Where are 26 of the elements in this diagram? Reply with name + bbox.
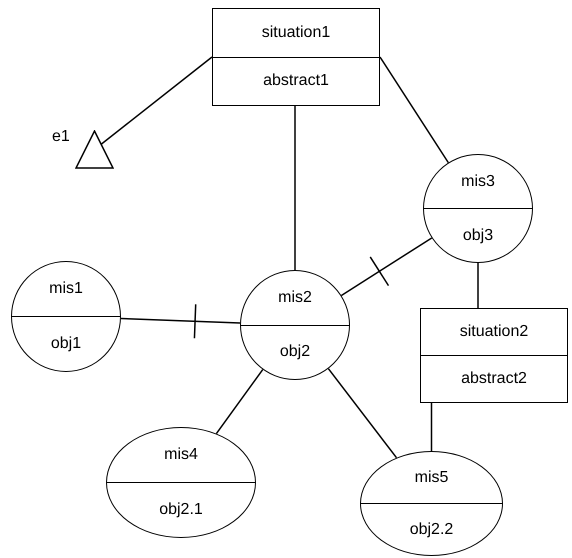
connector-line <box>120 304 240 340</box>
ellipse-label: mis4 <box>164 446 198 464</box>
box-label: situation1 <box>262 24 330 42</box>
ellipse-label: obj3 <box>462 226 494 244</box>
connector-line <box>294 106 296 270</box>
ellipse-label: mis3 <box>461 172 495 190</box>
ellipse-label: obj2.1 <box>159 501 203 519</box>
connector-line <box>341 237 432 296</box>
split-box <box>212 8 380 106</box>
ellipse-label: obj2.2 <box>410 520 454 538</box>
connector-line <box>430 403 432 451</box>
ellipse-label: obj2 <box>280 343 310 362</box>
connector-line <box>101 56 212 145</box>
ellipse-label: obj1 <box>50 335 82 353</box>
ellipse-label: mis1 <box>49 280 83 298</box>
connector-line <box>477 263 479 308</box>
split-box <box>420 308 568 403</box>
box-label: abstract1 <box>263 72 329 90</box>
connector-line <box>216 369 264 434</box>
ellipse-label: mis5 <box>414 468 448 486</box>
node-label: e1 <box>52 128 70 146</box>
connector-line <box>379 56 449 164</box>
box-label: situation2 <box>460 323 528 341</box>
connector-line <box>328 368 398 458</box>
ellipse-label: mis2 <box>278 288 312 307</box>
box-label: abstract2 <box>461 370 527 388</box>
